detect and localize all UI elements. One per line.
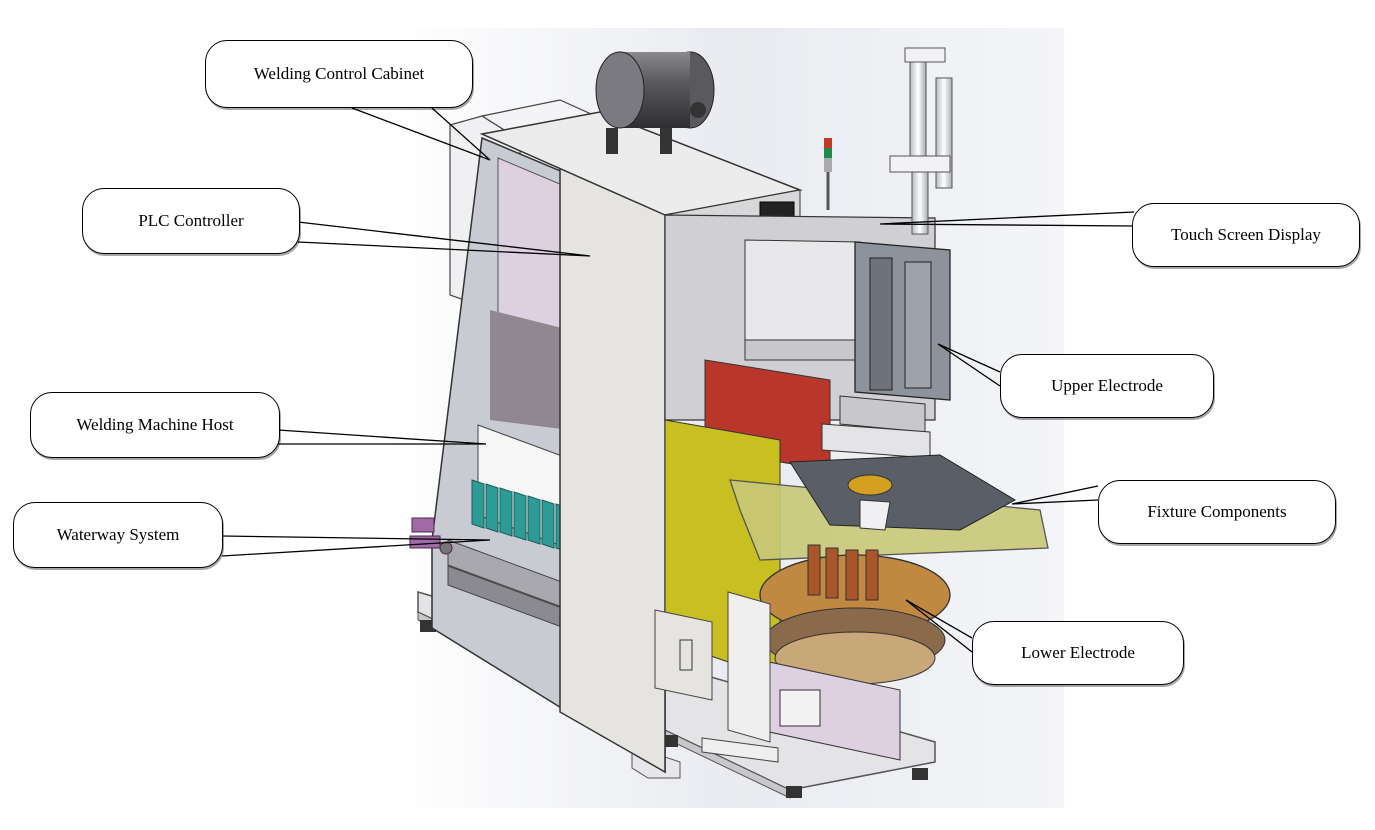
callout-welding-machine-host: Welding Machine Host <box>30 392 280 458</box>
leader-touch-screen-display <box>879 211 1135 227</box>
callout-touch-screen-display: Touch Screen Display <box>1132 203 1360 267</box>
control-cylinder <box>595 51 715 154</box>
callout-fixture-components: Fixture Components <box>1098 480 1336 544</box>
leader-lines <box>221 107 1135 653</box>
callout-lower-electrode: Lower Electrode <box>972 621 1184 685</box>
lower-electrode-posts <box>807 544 879 601</box>
teal-capacitor-bank <box>471 479 569 553</box>
callout-welding-control-cabinet: Welding Control Cabinet <box>205 40 473 108</box>
label-plc-controller: PLC Controller <box>138 211 244 230</box>
lower-electrical-box <box>654 609 713 701</box>
air-cylinders <box>889 47 953 235</box>
upper-electrode-assembly <box>854 241 951 401</box>
fixture-workpiece <box>789 454 1017 531</box>
leader-welding-machine-host <box>277 429 487 445</box>
leader-plc-controller <box>297 221 591 257</box>
label-upper-electrode: Upper Electrode <box>1051 376 1163 395</box>
callout-plc-controller: PLC Controller <box>82 188 300 254</box>
callout-waterway-system: Waterway System <box>13 502 223 568</box>
label-welding-control-cabinet: Welding Control Cabinet <box>253 64 425 83</box>
leader-waterway-system <box>221 535 491 557</box>
leader-welding-control-cabinet <box>351 107 491 161</box>
cabinet-front-panel <box>559 138 666 774</box>
label-fixture-components: Fixture Components <box>1147 502 1287 521</box>
callout-upper-electrode: Upper Electrode <box>1000 354 1214 418</box>
label-waterway-system: Waterway System <box>56 525 180 544</box>
leader-fixture-components <box>1011 485 1099 505</box>
label-touch-screen-display: Touch Screen Display <box>1171 225 1321 244</box>
leader-upper-electrode <box>937 343 1001 387</box>
front-pillar <box>727 591 771 743</box>
label-welding-machine-host: Welding Machine Host <box>76 415 234 434</box>
leader-lower-electrode <box>905 599 973 653</box>
label-lower-electrode: Lower Electrode <box>1021 643 1135 662</box>
signal-light-tower <box>824 138 832 210</box>
